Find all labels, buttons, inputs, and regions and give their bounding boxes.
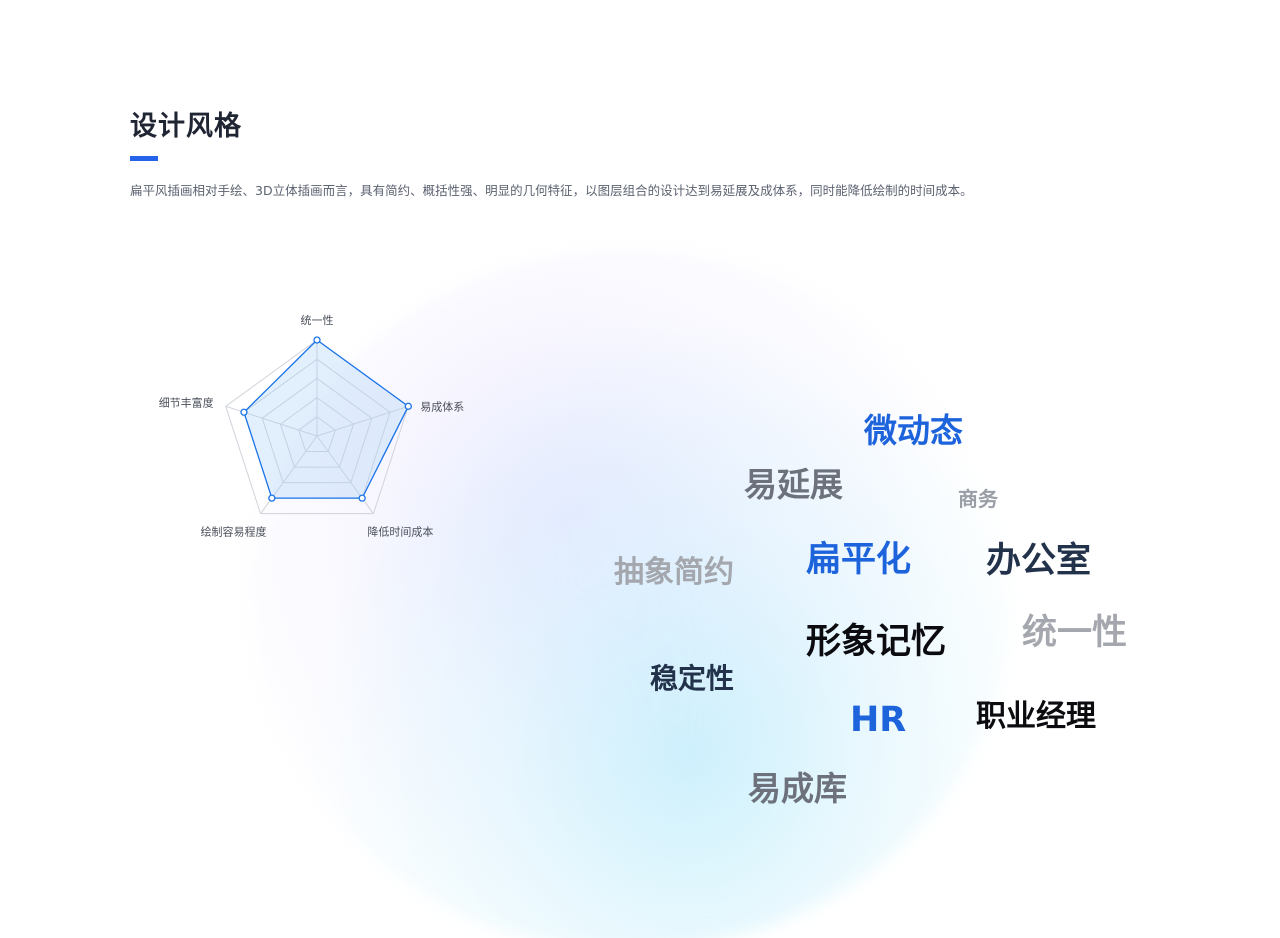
- radar-spoke-2: [316, 405, 409, 437]
- cloud-word-weidongtai: 微动态: [864, 411, 963, 450]
- cloud-word-hr: HR: [850, 700, 907, 740]
- radar-data-area: [243, 339, 410, 499]
- cloud-word-tongyixing: 统一性: [1022, 613, 1128, 653]
- title-accent-bar: [130, 156, 158, 161]
- cloud-word-shangwu: 商务: [958, 487, 998, 511]
- radar-point-4: [268, 494, 276, 502]
- radar-grid-ring-2: [279, 396, 355, 468]
- radar-point-2: [404, 402, 412, 410]
- radar-axis-label-5: 细节丰富度: [159, 395, 214, 409]
- page-description: 扁平风插画相对手绘、3D立体插画而言，具有简约、概括性强、明显的几何特征，以图层…: [130, 183, 973, 198]
- radar-grid-ring-3: [261, 377, 373, 484]
- radar-grid-ring-1: [298, 416, 336, 453]
- cloud-word-yichengku: 易成库: [748, 769, 847, 808]
- page-title: 设计风格: [130, 111, 242, 142]
- cloud-word-xingxiangjiyi: 形象记忆: [806, 622, 947, 662]
- cloud-word-bianpinghua: 扁平化: [806, 540, 912, 580]
- background-glow: [250, 250, 1010, 938]
- radar-point-5: [240, 408, 248, 416]
- cloud-word-zhiyejingli: 职业经理: [976, 699, 1096, 734]
- cloud-word-bangongshi: 办公室: [986, 541, 1092, 581]
- cloud-word-wendingxing: 稳定性: [650, 662, 735, 695]
- radar-axis-label-2: 易成体系: [420, 399, 464, 413]
- radar-point-3: [358, 494, 366, 502]
- radar-axis-label-4: 绘制容易程度: [201, 525, 267, 539]
- cloud-word-yiyanzhan: 易延展: [744, 465, 843, 504]
- radar-axis-label-3: 降低时间成本: [367, 525, 433, 539]
- cloud-word-chouxiangjianyue: 抽象简约: [614, 555, 734, 590]
- radar-point-1: [313, 336, 321, 344]
- radar-axis-label-1: 统一性: [301, 313, 334, 327]
